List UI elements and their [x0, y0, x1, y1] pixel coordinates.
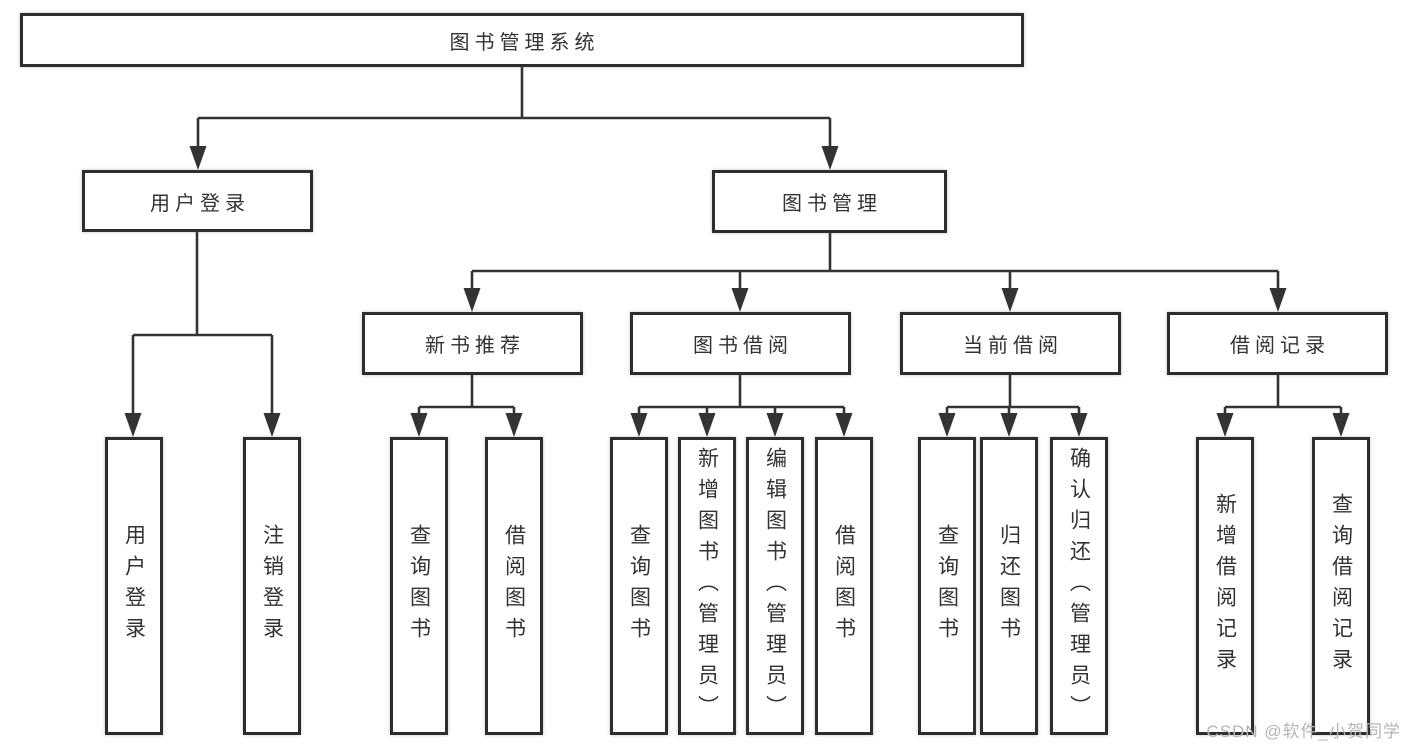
leaf-current-query: 查询图书 — [918, 437, 976, 735]
node-book-borrow: 图书借阅 — [630, 312, 851, 375]
connector-user-login — [124, 232, 281, 437]
connector-book-borrow — [630, 375, 853, 437]
leaf-record-add: 新增借阅记录 — [1196, 437, 1254, 735]
arrowhead — [938, 413, 956, 437]
arrowhead — [1070, 413, 1088, 437]
connector-current-borrow — [938, 375, 1088, 437]
node-new-book-label: 新书推荐 — [425, 335, 525, 357]
leaf-logout-label: 注销登录 — [260, 524, 284, 648]
arrowhead — [698, 413, 716, 437]
node-borrow-record-label: 借阅记录 — [1230, 335, 1330, 357]
leaf-borrow-add: 新增图书（管理员） — [678, 437, 736, 735]
arrowhead — [731, 288, 749, 312]
connector-root — [189, 67, 839, 170]
leaf-user-login-label: 用户登录 — [122, 524, 146, 648]
leaf-borrow-edit-label: 编辑图书（管理员） — [763, 446, 787, 726]
arrowhead — [1269, 288, 1287, 312]
leaf-user-login: 用户登录 — [105, 437, 163, 735]
node-current-borrow: 当前借阅 — [900, 312, 1121, 375]
arrowhead — [1216, 413, 1234, 437]
leaf-logout: 注销登录 — [243, 437, 301, 735]
node-new-book: 新书推荐 — [362, 312, 583, 375]
leaf-current-return-label: 归还图书 — [997, 524, 1021, 648]
arrowhead — [463, 288, 481, 312]
arrowhead — [1332, 413, 1350, 437]
leaf-record-query-label: 查询借阅记录 — [1329, 493, 1353, 679]
leaf-borrow-query-label: 查询图书 — [627, 524, 651, 648]
leaf-record-add-label: 新增借阅记录 — [1213, 493, 1237, 679]
leaf-record-query: 查询借阅记录 — [1312, 437, 1370, 735]
arrowhead — [821, 146, 839, 170]
leaf-current-query-label: 查询图书 — [935, 524, 959, 648]
leaf-borrow-borrow-label: 借阅图书 — [832, 524, 856, 648]
arrowhead — [766, 413, 784, 437]
node-root-label: 图书管理系统 — [449, 31, 600, 54]
leaf-newbook-borrow-label: 借阅图书 — [502, 524, 526, 648]
connector-book-mgmt — [463, 233, 1287, 312]
arrowhead — [835, 413, 853, 437]
arrowhead — [263, 413, 281, 437]
arrowhead — [1001, 288, 1019, 312]
leaf-current-confirm-label: 确认归还（管理员） — [1067, 446, 1091, 726]
leaf-newbook-query-label: 查询图书 — [407, 524, 431, 648]
arrowhead — [124, 413, 142, 437]
arrowhead — [1000, 413, 1018, 437]
connector-borrow-record — [1216, 375, 1350, 437]
node-borrow-record: 借阅记录 — [1167, 312, 1388, 375]
node-book-mgmt-label: 图书管理 — [782, 193, 882, 215]
node-user-login-label: 用户登录 — [150, 192, 250, 215]
arrowhead — [505, 413, 523, 437]
leaf-borrow-borrow: 借阅图书 — [815, 437, 873, 735]
leaf-current-confirm: 确认归还（管理员） — [1050, 437, 1108, 735]
node-root: 图书管理系统 — [20, 13, 1024, 67]
leaf-newbook-borrow: 借阅图书 — [485, 437, 543, 735]
node-user-login: 用户登录 — [82, 170, 313, 232]
leaf-newbook-query: 查询图书 — [390, 437, 448, 735]
node-current-borrow-label: 当前借阅 — [963, 335, 1063, 357]
node-book-borrow-label: 图书借阅 — [693, 335, 793, 357]
leaf-borrow-query: 查询图书 — [610, 437, 668, 735]
leaf-borrow-edit: 编辑图书（管理员） — [746, 437, 804, 735]
node-book-mgmt: 图书管理 — [712, 170, 947, 233]
connector-new-book — [410, 375, 523, 437]
arrowhead — [189, 146, 207, 170]
leaf-borrow-add-label: 新增图书（管理员） — [695, 446, 719, 726]
arrowhead — [630, 413, 648, 437]
csdn-watermark: CSDN @软件_小贺同学 — [1206, 722, 1401, 741]
arrowhead — [410, 413, 428, 437]
leaf-current-return: 归还图书 — [980, 437, 1038, 735]
